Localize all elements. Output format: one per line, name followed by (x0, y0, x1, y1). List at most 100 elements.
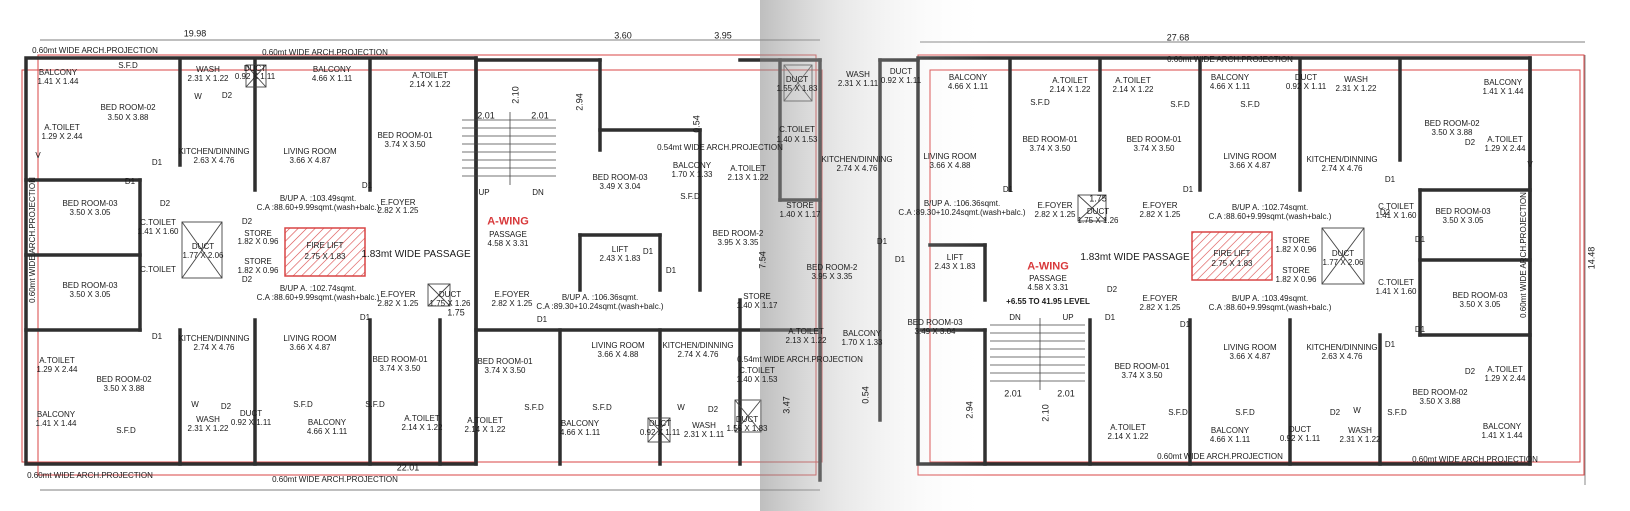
bedroom-label: BED ROOM-01 (377, 131, 433, 140)
duct-size: 1.55 X 1.83 (776, 84, 818, 93)
balcony-label: BALCONY (36, 410, 76, 419)
door-marker: D1 (1414, 325, 1426, 334)
buildup-area: B/UP A. :106.36sqmt. (561, 293, 639, 302)
efoyer-label: E.FOYER (380, 290, 416, 299)
door-marker: D1 (359, 313, 371, 322)
bedroom-label: BED ROOM-03 (907, 318, 963, 327)
bedroom-label: BED ROOM-03 (62, 199, 118, 208)
stair-up: UP (478, 188, 490, 197)
atoilet-label: A.TOILET (730, 164, 766, 173)
dim-2-01: 2.01 (531, 110, 549, 121)
wash-size: 2.31 X 1.11 (683, 430, 725, 439)
lift-size: 2.43 X 1.83 (599, 254, 641, 263)
efoyer-label: E.FOYER (1037, 201, 1073, 210)
door-marker: D1 (1384, 175, 1396, 184)
projection-label-3: 0.60mt WIDE ARCH.PROJECTION (1167, 55, 1293, 64)
store-label: STORE (743, 292, 771, 301)
efoyer-size: 2.82 X 1.25 (491, 299, 533, 308)
duct-size: 0.92 X 1.11 (1285, 82, 1327, 91)
efoyer-size: 2.82 X 1.25 (1034, 210, 1076, 219)
ctoilet-label: C.TOILET (739, 366, 775, 375)
wash-label: WASH (846, 70, 870, 79)
dim-0-54: 0.54 (860, 386, 871, 404)
ctoilet-label: C.TOILET (140, 265, 176, 274)
dim-2-01: 2.01 (1004, 388, 1022, 399)
balcony-label: BALCONY (1210, 73, 1250, 82)
door-marker: D1 (1384, 340, 1396, 349)
window-marker: V (35, 151, 41, 160)
duct-label: DUCT (239, 409, 263, 418)
duct-label: DUCT (1331, 249, 1355, 258)
lift-label: LIFT (946, 253, 964, 262)
door-marker: D1 (876, 237, 888, 246)
fire-lift-size: 2.75 X 1.83 (304, 252, 346, 261)
balcony-label: BALCONY (38, 68, 78, 77)
bedroom-label: BED ROOM-01 (1022, 135, 1078, 144)
buildup-area: B/UP A. :102.74sqmt. (279, 284, 357, 293)
atoilet-size: 2.13 X 1.22 (785, 336, 827, 345)
duct-label: DUCT (1288, 425, 1312, 434)
living-label: LIVING ROOM (1223, 152, 1277, 161)
dim-14-48: 14.48 (1586, 246, 1597, 270)
kitchen-size: 2.74 X 4.76 (836, 164, 878, 173)
ctoilet-size: 1.40 X 1.53 (776, 135, 818, 144)
kitchen-size: 2.74 X 4.76 (677, 350, 719, 359)
living-label: LIVING ROOM (283, 334, 337, 343)
bedroom-size: 3.74 X 3.50 (1029, 144, 1071, 153)
balcony-label: BALCONY (1210, 426, 1250, 435)
sfd-label: S.F.D (1240, 100, 1260, 109)
stair-up: UP (1062, 313, 1074, 322)
window-marker: W (191, 400, 199, 409)
atoilet-size: 1.29 X 2.44 (41, 132, 83, 141)
atoilet-label: A.TOILET (44, 123, 80, 132)
wing-passage-size: 4.58 X 3.31 (487, 239, 529, 248)
atoilet-label: A.TOILET (788, 327, 824, 336)
sfd-label: S.F.D (118, 61, 138, 70)
projection-label-side-l: 0.60mt WIDE ARCH.PROJECTION (28, 177, 37, 303)
atoilet-size: 1.29 X 2.44 (36, 365, 78, 374)
carpet-area: C.A :89.30+10.24sqmt.(wash+balc.) (898, 208, 1026, 217)
atoilet-label: A.TOILET (1052, 76, 1088, 85)
bedroom-size: 3.74 X 3.50 (484, 366, 526, 375)
living-size: 3.66 X 4.87 (1229, 352, 1271, 361)
door-marker: D1 (151, 332, 163, 341)
fire-lift-left (284, 227, 366, 277)
bedroom-label: BED ROOM-02 (1412, 388, 1468, 397)
living-size: 3.66 X 4.87 (289, 343, 331, 352)
store-size: 1.82 X 0.96 (1275, 275, 1317, 284)
store-size: 1.82 X 0.96 (237, 237, 279, 246)
door-marker: D1 (151, 158, 163, 167)
ctoilet-size: 1.40 X 1.53 (736, 375, 778, 384)
dim-19-98: 19.98 (183, 28, 207, 39)
door-marker: D1 (361, 181, 373, 190)
wing-passage: PASSAGE (489, 230, 527, 239)
ctoilet-label: C.TOILET (1378, 278, 1414, 287)
atoilet-size: 1.29 X 2.44 (1484, 144, 1526, 153)
atoilet-label: A.TOILET (1110, 423, 1146, 432)
buildup-area: B/UP A. :106.36sqmt. (923, 199, 1001, 208)
balcony-label: BALCONY (948, 73, 988, 82)
projection-label-7: 0.60mt WIDE ARCH.PROJECTION (272, 475, 398, 484)
projection-label-6: 0.60mt WIDE ARCH.PROJECTION (27, 471, 153, 480)
atoilet-size: 2.14 X 1.22 (401, 423, 443, 432)
efoyer-label: E.FOYER (494, 290, 530, 299)
bedroom-size: 3.74 X 3.50 (384, 140, 426, 149)
door-marker: D1 (124, 177, 136, 186)
duct-size: 0.92 X 1.11 (230, 418, 272, 427)
balcony-size: 4.66 X 1.11 (1209, 435, 1251, 444)
ctoilet-size: 1.41 X 1.60 (1375, 287, 1417, 296)
bedroom-size: 3.49 X 3.04 (914, 327, 956, 336)
bedroom-label: BED ROOM-02 (1424, 119, 1480, 128)
bedroom-size: 3.50 X 3.88 (103, 384, 145, 393)
living-size: 3.66 X 4.88 (597, 350, 639, 359)
balcony-size: 1.70 X 1.33 (841, 338, 883, 347)
kitchen-size: 2.63 X 4.76 (193, 156, 235, 165)
store-label: STORE (1282, 266, 1310, 275)
wing-label: A-WING (1027, 260, 1069, 273)
duct-size: 0.92 X 1.11 (639, 428, 681, 437)
ctoilet-size: 1.41 X 1.60 (1375, 211, 1417, 220)
wash-label: WASH (1344, 75, 1368, 84)
bedroom-label: BED ROOM-03 (1452, 291, 1508, 300)
bedroom-size: 3.50 X 3.05 (1459, 300, 1501, 309)
duct-label: DUCT (735, 415, 759, 424)
